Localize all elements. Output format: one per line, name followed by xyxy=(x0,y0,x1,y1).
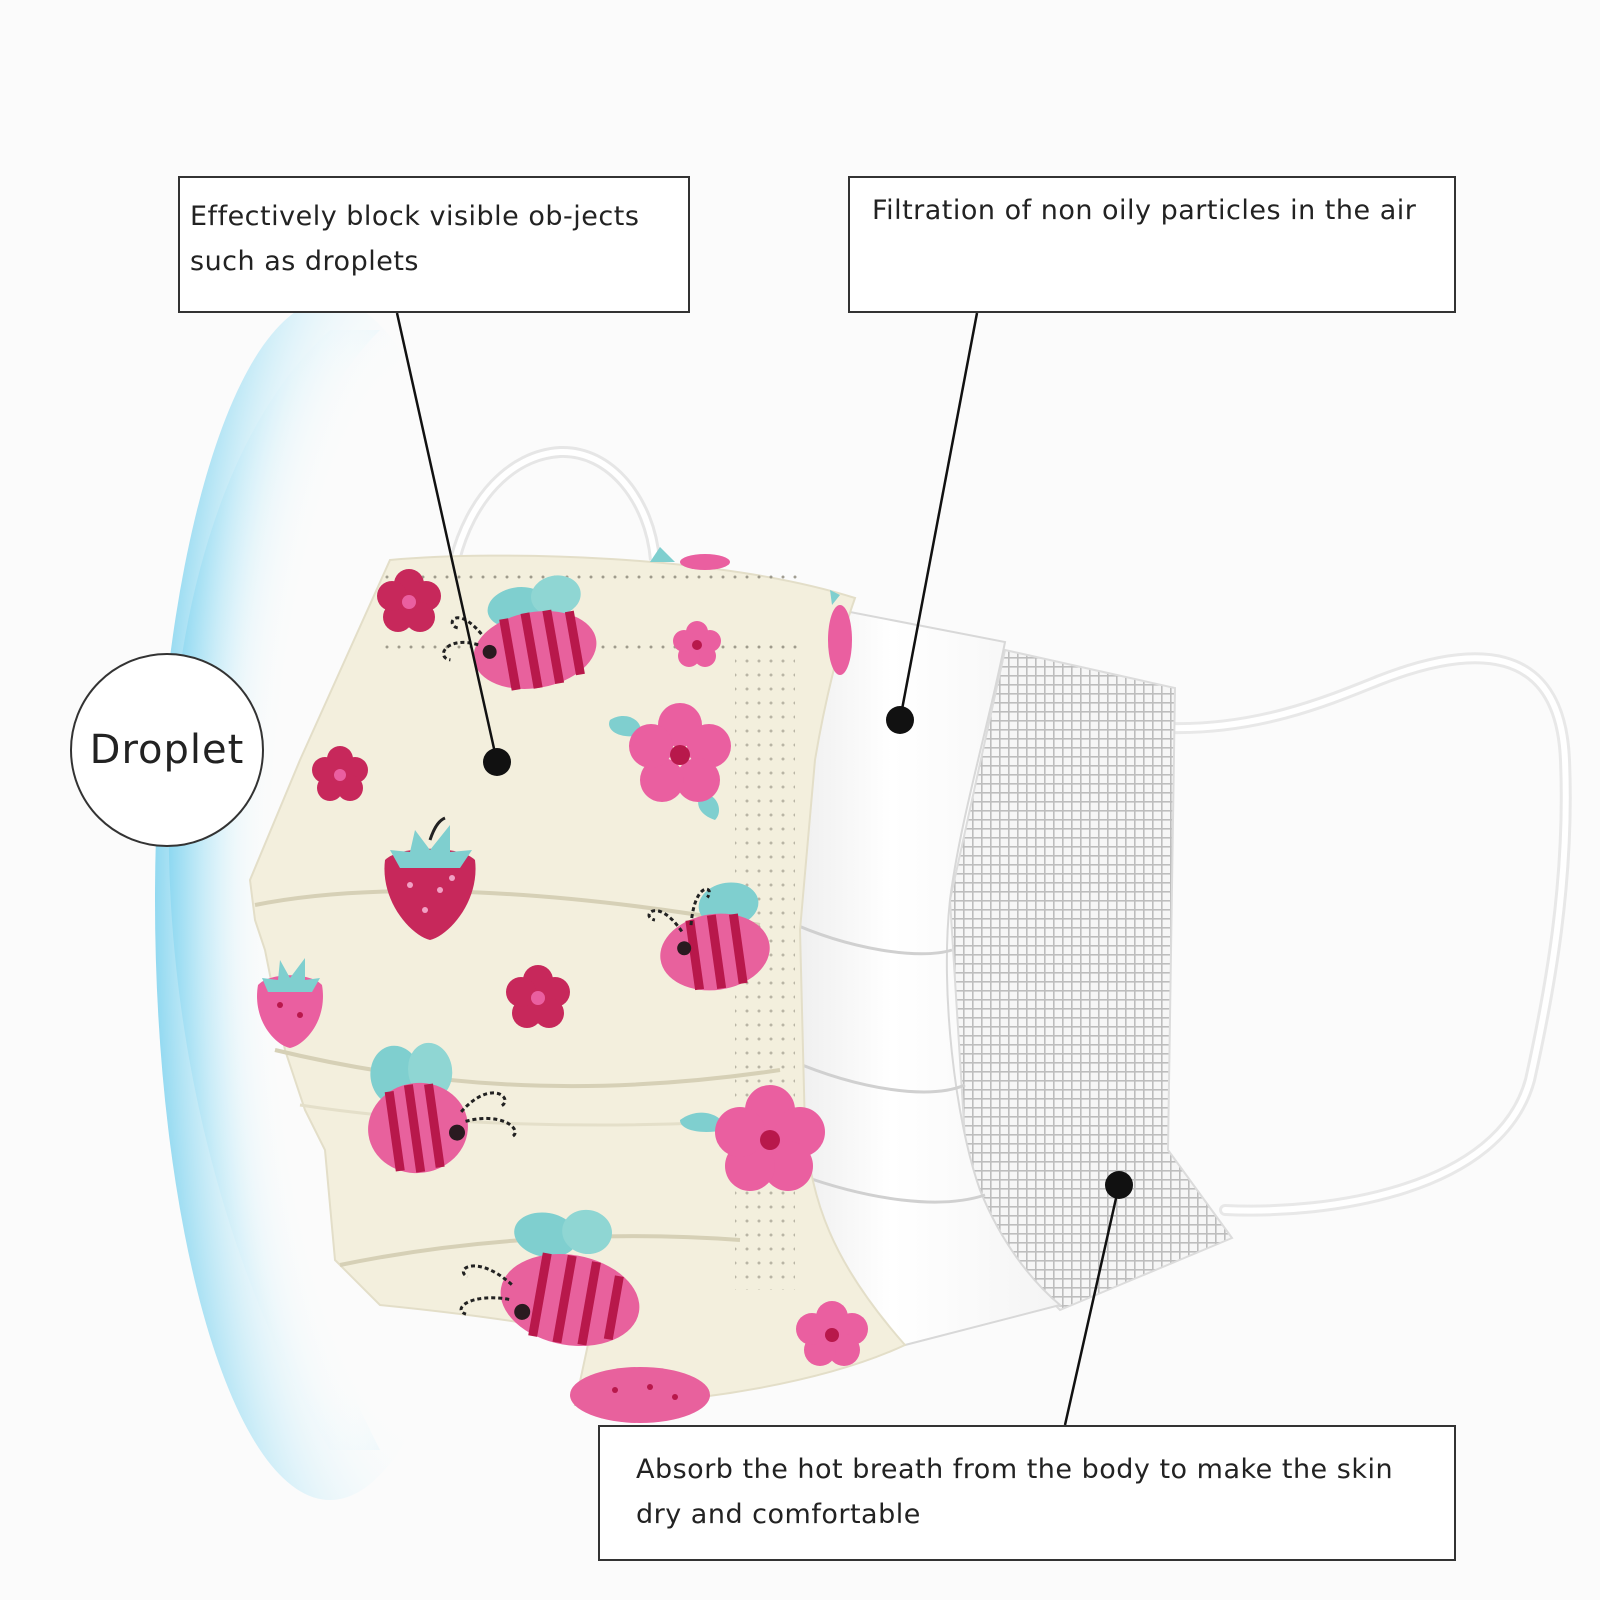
white-layer xyxy=(778,610,1063,1347)
flower-icon xyxy=(828,590,852,675)
droplet-label: Droplet xyxy=(89,727,245,773)
strawberry-icon xyxy=(257,958,323,1048)
callout-filtration-text: Filtration of non oily particles in the … xyxy=(872,195,1417,226)
callout-absorb: Absorb the hot breath from the body to m… xyxy=(598,1425,1456,1561)
bee-icon xyxy=(442,575,597,691)
marker-dot-filtration xyxy=(886,706,914,734)
flower-icon xyxy=(673,621,721,667)
flower-icon xyxy=(680,1085,825,1191)
callout-droplets: Effectively block visible ob-jects such … xyxy=(178,176,690,313)
ear-loop-top xyxy=(449,445,661,562)
marker-dot-droplets xyxy=(483,748,511,776)
marker-dot-absorb xyxy=(1105,1171,1133,1199)
flower-icon xyxy=(312,746,368,801)
bee-icon xyxy=(368,1042,517,1174)
callout-filtration: Filtration of non oily particles in the … xyxy=(848,176,1456,313)
bee-icon xyxy=(459,1209,640,1346)
leader-line-filtration xyxy=(898,312,979,721)
leader-line-droplets xyxy=(395,312,499,763)
flower-icon xyxy=(796,1301,868,1366)
flower-icon xyxy=(377,569,441,632)
strawberry-icon xyxy=(384,816,476,940)
leader-line-absorb xyxy=(1063,1184,1121,1426)
callout-absorb-text: Absorb the hot breath from the body to m… xyxy=(636,1454,1394,1530)
mesh-layer xyxy=(948,648,1234,1312)
flower-icon xyxy=(650,547,730,570)
bee-icon xyxy=(647,882,770,991)
flower-icon xyxy=(506,965,570,1028)
flower-icon xyxy=(609,703,731,820)
droplet-callout: Droplet xyxy=(70,653,264,847)
strawberry-icon xyxy=(570,1367,710,1423)
callout-droplets-text: Effectively block visible ob-jects such … xyxy=(190,201,640,277)
